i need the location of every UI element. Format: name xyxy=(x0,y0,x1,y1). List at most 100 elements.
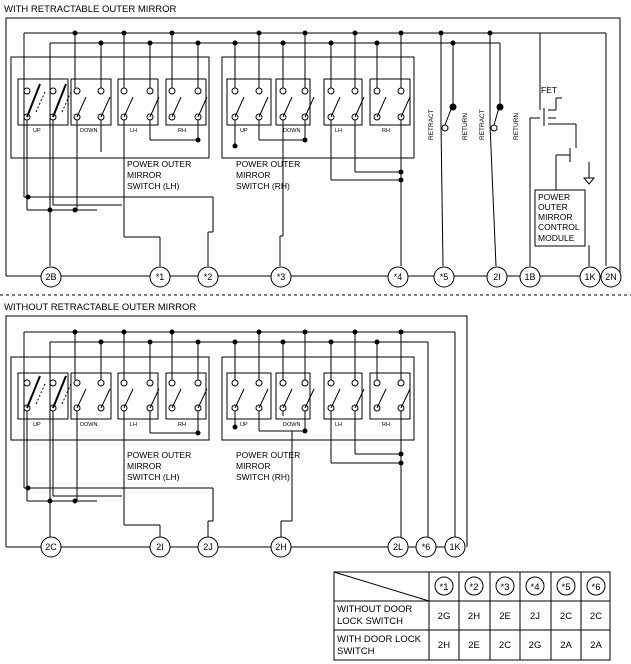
switch-rh-box-2 xyxy=(221,356,415,441)
switch-lh-label-2: MIRROR xyxy=(127,170,161,180)
switch-contacts-rh xyxy=(231,87,411,121)
table-row1-cell-6: 2C xyxy=(590,611,602,622)
lh-sub-lh: LH xyxy=(130,128,137,134)
table-row1-cell-2: 2H xyxy=(468,611,480,622)
switch-lh2-label-1: POWER OUTER xyxy=(127,450,191,460)
table-header-5: *5 xyxy=(562,582,571,593)
rh2-sub-down: DOWN xyxy=(283,422,300,428)
switch-rh-label-2: MIRROR xyxy=(236,170,270,180)
terminal-table xyxy=(333,571,611,661)
terminal-2n: 2N xyxy=(605,272,617,282)
section-title-non-retractable: WITHOUT RETRACTABLE OUTER MIRROR xyxy=(4,302,196,313)
table-row2-label-2: SWITCH xyxy=(337,646,375,657)
switch-lh-label-1: POWER OUTER xyxy=(127,159,191,169)
terminal-1k: 1K xyxy=(584,272,595,282)
rh2-sub-lh: LH xyxy=(335,422,342,428)
table-row2-cell-4: 2G xyxy=(529,640,542,651)
lh-sub-rh: RH xyxy=(178,128,186,134)
rh-sub-up: UP xyxy=(240,128,248,134)
table-row1-label-1: WITHOUT DOOR xyxy=(337,604,412,615)
lh-sub-down: DOWN xyxy=(80,128,97,134)
rh-sub-rh: RH xyxy=(382,128,390,134)
terminals-non-retractable xyxy=(40,536,466,558)
terminal-star5: *5 xyxy=(440,272,449,282)
retract-contact-1 xyxy=(441,124,449,132)
terminal2-2i: 2I xyxy=(156,542,164,552)
control-module-box xyxy=(534,189,586,247)
table-header-1: *1 xyxy=(440,582,449,593)
control-module-line-4: CONTROL xyxy=(538,222,580,232)
terminal-2b: 2B xyxy=(45,272,56,282)
rh2-sub-rh: RH xyxy=(382,422,390,428)
retract-label-1: RETRACT xyxy=(428,109,435,140)
terminal2-2j: 2J xyxy=(203,542,213,552)
table-header-4: *4 xyxy=(531,582,540,593)
table-header-6: *6 xyxy=(592,582,601,593)
wiring-retractable xyxy=(23,32,607,267)
terminal-star3: *3 xyxy=(277,272,286,282)
switch-contacts-lh xyxy=(23,83,208,121)
table-row1-label-2: LOCK SWITCH xyxy=(337,616,403,627)
control-module-line-5: MODULE xyxy=(538,233,575,243)
table-corner-diagonal xyxy=(333,571,430,602)
table-row1-cell-3: 2E xyxy=(499,611,511,622)
wiring-non-retractable xyxy=(23,332,456,537)
table-row1-cell-4: 2J xyxy=(530,611,540,622)
table-row1-cell-5: 2C xyxy=(560,611,572,622)
return-label-2: RETURN xyxy=(513,113,520,140)
switch-rh-label-3: SWITCH (RH) xyxy=(236,181,290,191)
lh2-sub-up: UP xyxy=(33,422,41,428)
terminal2-star6: *6 xyxy=(422,542,431,552)
switch-rh-box xyxy=(221,56,415,159)
table-row2-cell-6: 2A xyxy=(590,640,602,651)
rh-sub-down: DOWN xyxy=(283,128,300,134)
junction-dots-retractable xyxy=(25,30,504,213)
control-module-line-1: POWER xyxy=(538,192,570,202)
retract-contact-2 xyxy=(490,124,498,132)
table-row2-cell-5: 2A xyxy=(560,640,572,651)
table-row2-cell-1: 2H xyxy=(438,640,450,651)
switch-lh2-label-3: SWITCH (LH) xyxy=(127,472,180,482)
control-module-line-3: MIRROR xyxy=(538,212,572,222)
fet-label: FET xyxy=(541,85,557,95)
switch-contacts-rh-2 xyxy=(231,379,411,412)
lh2-sub-lh: LH xyxy=(130,422,137,428)
table-row2-cell-3: 2C xyxy=(499,640,511,651)
terminal-star4: *4 xyxy=(394,272,403,282)
section-title-retractable: WITH RETRACTABLE OUTER MIRROR xyxy=(4,4,177,15)
terminal-2i: 2I xyxy=(493,272,501,282)
lh2-sub-rh: RH xyxy=(178,422,186,428)
switch-rh2-label-1: POWER OUTER xyxy=(236,450,300,460)
junction-dots-non-retractable xyxy=(25,329,404,504)
switch-lh2-label-2: MIRROR xyxy=(127,461,161,471)
terminal-star2: *2 xyxy=(204,272,213,282)
terminal-1b: 1B xyxy=(524,272,535,282)
switch-rh2-label-3: SWITCH (RH) xyxy=(236,472,290,482)
return-label-1: RETURN xyxy=(462,113,469,140)
table-row2-cell-2: 2E xyxy=(468,640,480,651)
terminal2-2h: 2H xyxy=(275,542,287,552)
switch-lh-box-2 xyxy=(10,356,210,441)
switch-lh-label-3: SWITCH (LH) xyxy=(127,181,180,191)
terminal2-2l: 2L xyxy=(393,542,403,552)
control-module-line-2: OUTER xyxy=(538,202,568,212)
terminal-star1: *1 xyxy=(156,272,165,282)
rh2-sub-up: UP xyxy=(240,422,248,428)
retract-label-2: RETRACT xyxy=(479,109,486,140)
lh-sub-up: UP xyxy=(33,128,41,134)
rh-sub-lh: LH xyxy=(335,128,342,134)
outer-frame-non-retractable xyxy=(5,315,468,547)
terminal2-1k: 1K xyxy=(449,542,460,552)
table-header-3: *3 xyxy=(501,582,510,593)
terminals-retractable xyxy=(40,266,622,288)
table-row1-cell-1: 2G xyxy=(438,611,451,622)
switch-lh-box xyxy=(10,56,210,159)
table-header-2: *2 xyxy=(470,582,479,593)
outer-frame-retractable xyxy=(5,17,621,276)
switch-rh2-label-2: MIRROR xyxy=(236,461,270,471)
lh2-sub-down: DOWN xyxy=(80,422,97,428)
switch-rh-label-1: POWER OUTER xyxy=(236,159,300,169)
switch-contacts-lh-2 xyxy=(23,375,208,412)
table-row2-label-1: WITH DOOR LOCK xyxy=(337,634,422,645)
